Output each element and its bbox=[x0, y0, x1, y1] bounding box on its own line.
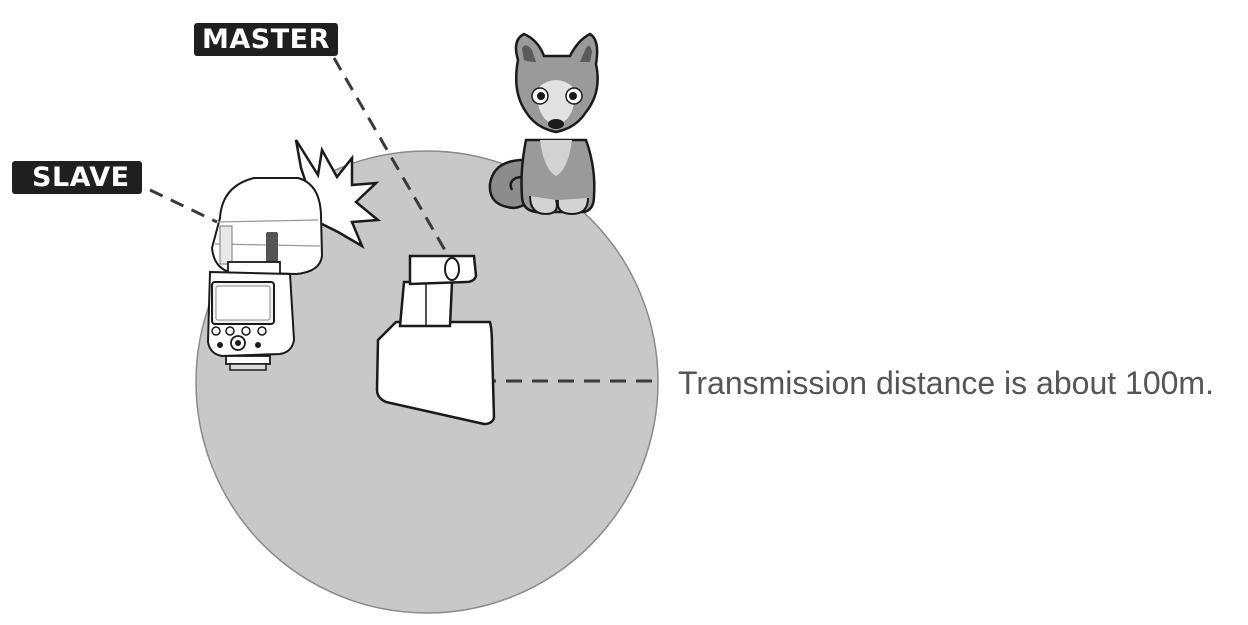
master-leader-line bbox=[332, 57, 448, 253]
slave-leader-line bbox=[149, 188, 218, 224]
master-camera-icon bbox=[375, 254, 496, 426]
slave-flash-icon bbox=[206, 177, 324, 371]
transmission-distance-caption: Transmission distance is about 100m. bbox=[678, 365, 1214, 401]
slave-label: SLAVE bbox=[12, 161, 142, 194]
dog-icon bbox=[488, 32, 599, 216]
master-label: MASTER bbox=[194, 23, 338, 56]
